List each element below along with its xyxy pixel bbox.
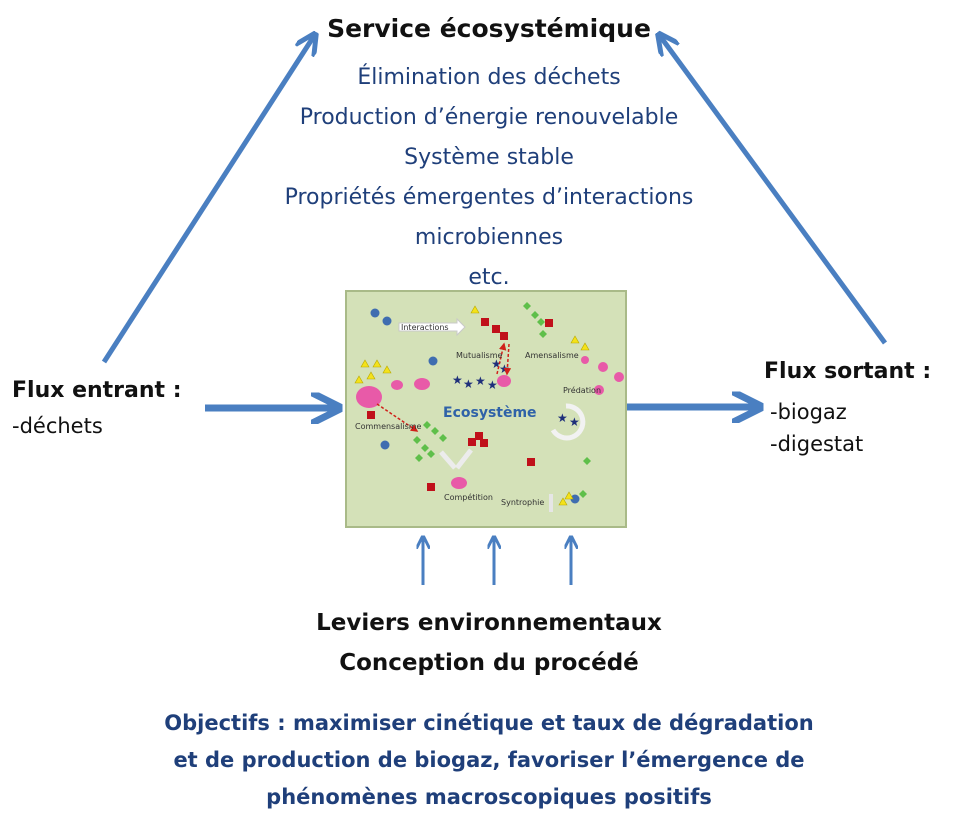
eco-label-amensalisme: Amensalisme [525,351,579,360]
service-item: Production d’énergie renouvelable [299,105,679,130]
microbe-blue-circles [370,308,580,504]
eco-label-predation: Prédation [563,386,602,395]
service-title: Service écosystémique [327,14,651,43]
objectif-line: Objectifs : maximiser cinétique et taux … [164,711,814,735]
interactions-arrow [398,317,466,337]
interaction-red-arrows [376,342,512,432]
competition-arrows [439,448,473,470]
ecosystem-illustration: ★★★ ★★★ ★★ [354,302,624,512]
microbe-green-diamonds [413,302,591,498]
objectif-line: et de production de biogaz, favoriser l’… [173,748,805,772]
flux-sortant-list: -biogaz -digestat [770,396,863,460]
svg-text:★: ★ [452,373,463,387]
microbe-yellow-triangles [354,305,590,506]
levier-line: Leviers environnementaux [316,610,662,636]
service-item: Système stable [404,145,574,170]
flux-entrant-title: Flux entrant : [12,378,182,403]
flux-sortant-title: Flux sortant : [764,359,932,384]
ecosystem-title: Ecosystème [443,405,537,421]
arrow-to-service-right [660,36,888,345]
microbe-red-squares [367,318,553,491]
objectif-line: phénomènes macroscopiques positifs [266,785,712,809]
svg-text:★: ★ [557,411,568,425]
service-item: Élimination des déchets [357,65,621,90]
flux-sortant-item: -biogaz [770,400,847,424]
svg-text:★: ★ [491,357,502,371]
flux-sortant-item: -digestat [770,432,864,456]
svg-text:★: ★ [569,415,580,429]
objectifs-block: Objectifs : maximiser cinétique et taux … [0,705,978,816]
predation-cycle [550,403,586,441]
svg-text:★: ★ [475,374,486,388]
eco-label-competition: Compétition [444,493,493,502]
microbe-pink-blobs [356,356,624,489]
service-list: Élimination des déchets Production d’éne… [180,58,798,298]
svg-text:★: ★ [487,378,498,392]
eco-label-syntrophie: Syntrophie [501,498,545,507]
service-item: microbiennes [414,225,564,250]
service-item: etc. [468,265,510,290]
syntrophie-bar [549,494,553,512]
levier-line: Conception du procédé [339,650,639,676]
eco-label-mutualisme: Mutualisme [456,351,503,360]
eco-label-interactions: Interactions [401,323,449,332]
eco-label-commensalisme: Commensalisme [355,422,422,431]
ecosystem-box: ★★★ ★★★ ★★ Interactions [345,290,627,528]
service-item: Propriétés émergentes d’interactions [284,185,694,210]
flux-entrant-item: -déchets [12,414,103,438]
svg-text:★: ★ [463,377,474,391]
leviers-block: Leviers environnementaux Conception du p… [0,603,978,683]
arrow-to-service-left [101,36,314,364]
